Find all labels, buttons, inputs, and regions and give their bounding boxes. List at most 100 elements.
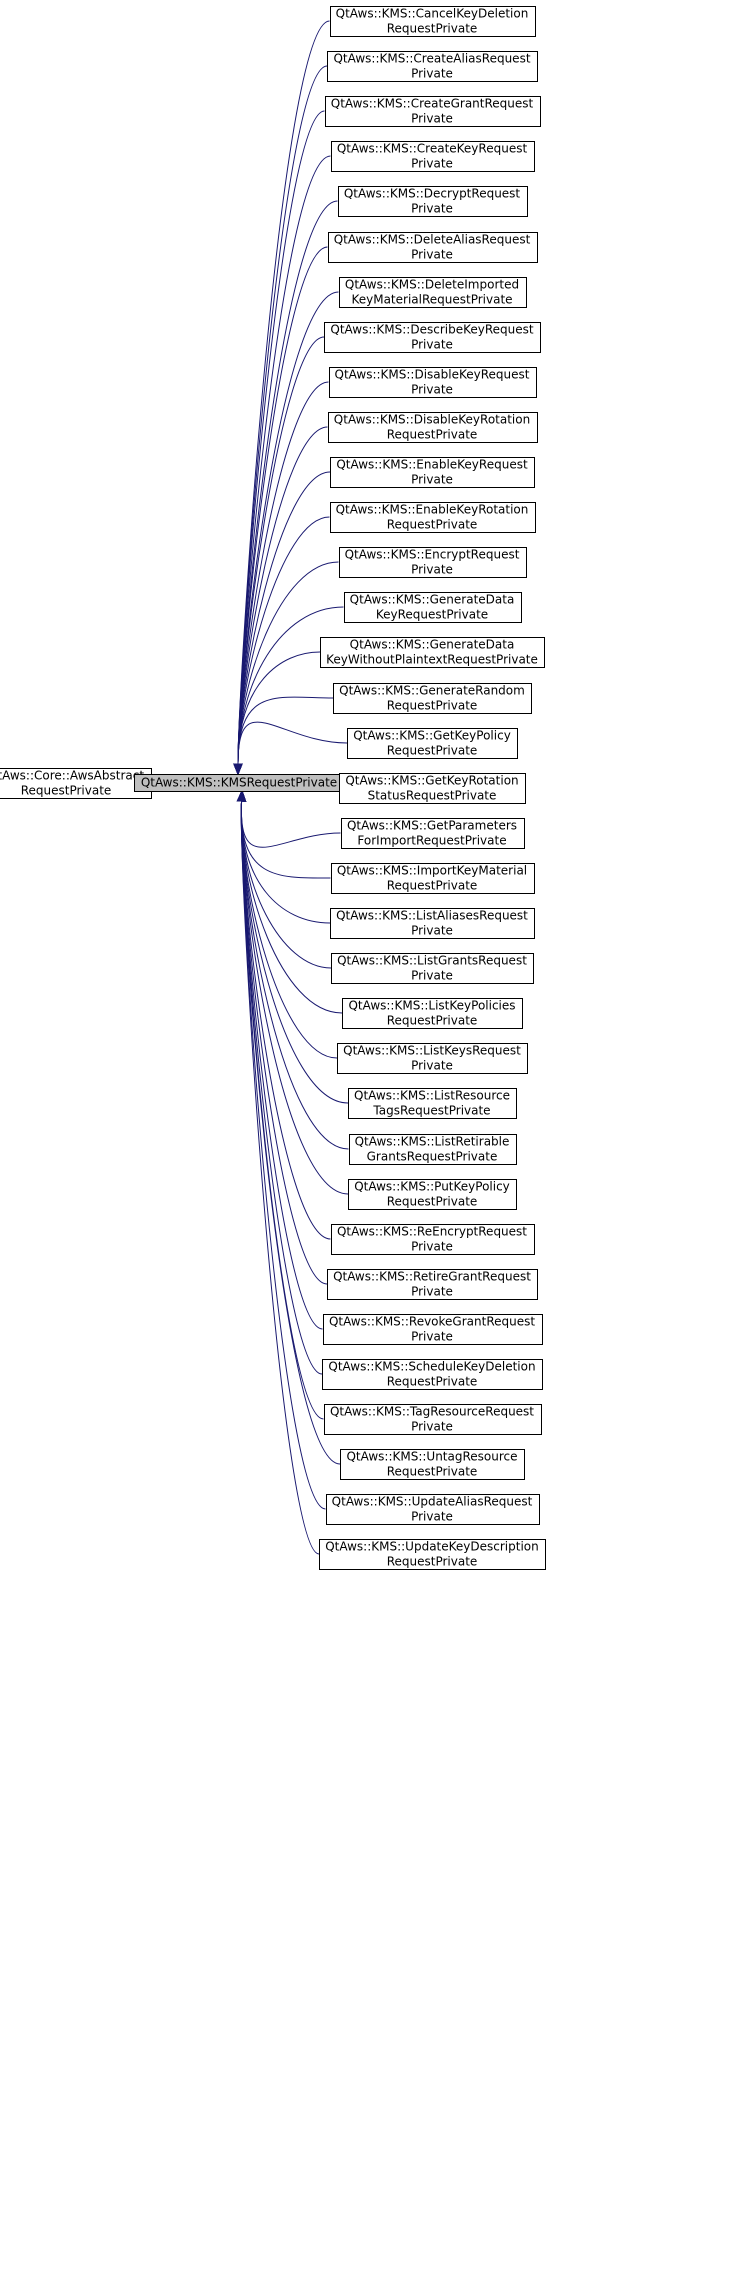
class-node-describe-key-label: QtAws::KMS::DescribeKeyRequest: [330, 323, 533, 337]
class-node-untag-resource-box: [340, 1449, 525, 1480]
class-node-update-key-description-label: RequestPrivate: [387, 1555, 478, 1569]
edge-update-key-description: [236, 789, 320, 1555]
class-node-enable-key-rotation[interactable]: QtAws::KMS::EnableKeyRotationRequestPriv…: [330, 502, 536, 533]
class-node-import-key-material-label: QtAws::KMS::ImportKeyMaterial: [337, 864, 527, 878]
edge-line: [240, 800, 323, 1375]
class-node-update-key-description[interactable]: QtAws::KMS::UpdateKeyDescriptionRequestP…: [319, 1539, 546, 1570]
class-node-list-resource-tags[interactable]: QtAws::KMS::ListResourceTagsRequestPriva…: [348, 1088, 517, 1119]
class-node-schedule-key-deletion-label: QtAws::KMS::ScheduleKeyDeletion: [328, 1360, 535, 1374]
class-node-delete-imported-key-material[interactable]: QtAws::KMS::DeleteImportedKeyMaterialReq…: [339, 277, 527, 308]
edge-line: [237, 110, 325, 765]
class-node-schedule-key-deletion[interactable]: QtAws::KMS::ScheduleKeyDeletionRequestPr…: [322, 1359, 543, 1390]
class-node-put-key-policy-label: QtAws::KMS::PutKeyPolicy: [354, 1180, 510, 1194]
class-node-describe-key-box: [324, 322, 541, 353]
class-node-list-key-policies[interactable]: QtAws::KMS::ListKeyPoliciesRequestPrivat…: [342, 998, 523, 1029]
edge-import-key-material: [236, 789, 331, 879]
edge-line: [237, 721, 348, 765]
edge-create-key: [233, 155, 331, 776]
class-node-untag-resource-label: RequestPrivate: [387, 1465, 478, 1479]
edge-delete-alias: [233, 246, 328, 776]
class-node-list-retirable-grants-label: QtAws::KMS::ListRetirable: [355, 1135, 510, 1149]
class-node-import-key-material-label: RequestPrivate: [387, 879, 478, 893]
class-node-get-parameters-for-import-label: QtAws::KMS::GetParameters: [347, 819, 517, 833]
class-node-list-retirable-grants[interactable]: QtAws::KMS::ListRetirableGrantsRequestPr…: [349, 1134, 517, 1165]
class-node-import-key-material-box: [331, 863, 535, 894]
class-node-generate-data-key-without-plaintext-box: [320, 637, 545, 668]
class-node-delete-imported-key-material-label: QtAws::KMS::DeleteImported: [345, 278, 519, 292]
edge-line: [237, 426, 328, 765]
class-node-re-encrypt-box: [331, 1224, 535, 1255]
class-node-kms-request-private[interactable]: QtAws::KMS::KMSRequestPrivate: [134, 774, 346, 792]
class-node-get-key-policy-box: [347, 728, 518, 759]
class-node-cancel-key-deletion[interactable]: QtAws::KMS::CancelKeyDeletionRequestPriv…: [330, 6, 536, 37]
class-node-get-parameters-for-import[interactable]: QtAws::KMS::GetParametersForImportReques…: [341, 818, 525, 849]
class-node-list-key-policies-box: [342, 998, 523, 1029]
edge-line: [240, 800, 341, 848]
class-node-revoke-grant-box: [323, 1314, 543, 1345]
class-node-create-alias-label: Private: [411, 67, 453, 81]
edge-list-grants: [236, 789, 332, 969]
class-node-get-key-rotation-status[interactable]: QtAws::KMS::GetKeyRotationStatusRequestP…: [339, 773, 526, 804]
class-node-describe-key-label: Private: [411, 338, 453, 352]
class-node-delete-alias-label: Private: [411, 248, 453, 262]
class-node-retire-grant-label: QtAws::KMS::RetireGrantRequest: [333, 1270, 531, 1284]
edge-revoke-grant: [236, 789, 323, 1330]
class-node-list-resource-tags-label: QtAws::KMS::ListResource: [354, 1089, 510, 1103]
edge-line: [240, 800, 331, 879]
inheritance-edges: [133, 20, 355, 1555]
class-node-get-key-policy-label: RequestPrivate: [387, 744, 478, 758]
class-node-cancel-key-deletion-box: [330, 6, 536, 37]
class-node-get-key-rotation-status-label: StatusRequestPrivate: [368, 789, 497, 803]
class-node-list-keys-label: Private: [411, 1059, 453, 1073]
class-node-create-key-label: QtAws::KMS::CreateKeyRequest: [337, 142, 528, 156]
edge-line: [237, 516, 330, 765]
class-node-generate-data-key-without-plaintext-label: KeyWithoutPlaintextRequestPrivate: [326, 653, 538, 667]
class-node-re-encrypt-label: QtAws::KMS::ReEncryptRequest: [337, 1225, 527, 1239]
class-node-encrypt-label: Private: [411, 563, 453, 577]
class-node-create-alias-box: [327, 51, 538, 82]
class-node-list-grants-box: [331, 953, 534, 984]
class-node-generate-data-key-without-plaintext-label: QtAws::KMS::GenerateData: [350, 638, 515, 652]
edge-line: [240, 800, 331, 924]
edge-arrowhead: [236, 789, 247, 802]
class-node-list-grants-label: QtAws::KMS::ListGrantsRequest: [337, 954, 527, 968]
class-node-get-key-rotation-status-box: [339, 773, 526, 804]
class-node-generate-data-key[interactable]: QtAws::KMS::GenerateDataKeyRequestPrivat…: [344, 592, 522, 623]
edge-arrowhead: [233, 763, 243, 776]
class-node-import-key-material[interactable]: QtAws::KMS::ImportKeyMaterialRequestPriv…: [331, 863, 535, 894]
class-node-create-grant-label: QtAws::KMS::CreateGrantRequest: [331, 97, 534, 111]
class-node-generate-data-key-without-plaintext[interactable]: QtAws::KMS::GenerateDataKeyWithoutPlaint…: [320, 637, 545, 668]
class-node-decrypt-box: [338, 186, 528, 217]
class-node-list-keys-box: [337, 1043, 528, 1074]
edge-describe-key: [233, 336, 325, 776]
edge-line: [240, 800, 324, 1420]
class-node-disable-key-rotation[interactable]: QtAws::KMS::DisableKeyRotationRequestPri…: [328, 412, 538, 443]
class-node-list-resource-tags-box: [348, 1088, 517, 1119]
class-node-encrypt-box: [339, 547, 527, 578]
class-node-disable-key-rotation-label: RequestPrivate: [387, 428, 478, 442]
class-node-get-key-rotation-status-label: QtAws::KMS::GetKeyRotation: [345, 774, 518, 788]
